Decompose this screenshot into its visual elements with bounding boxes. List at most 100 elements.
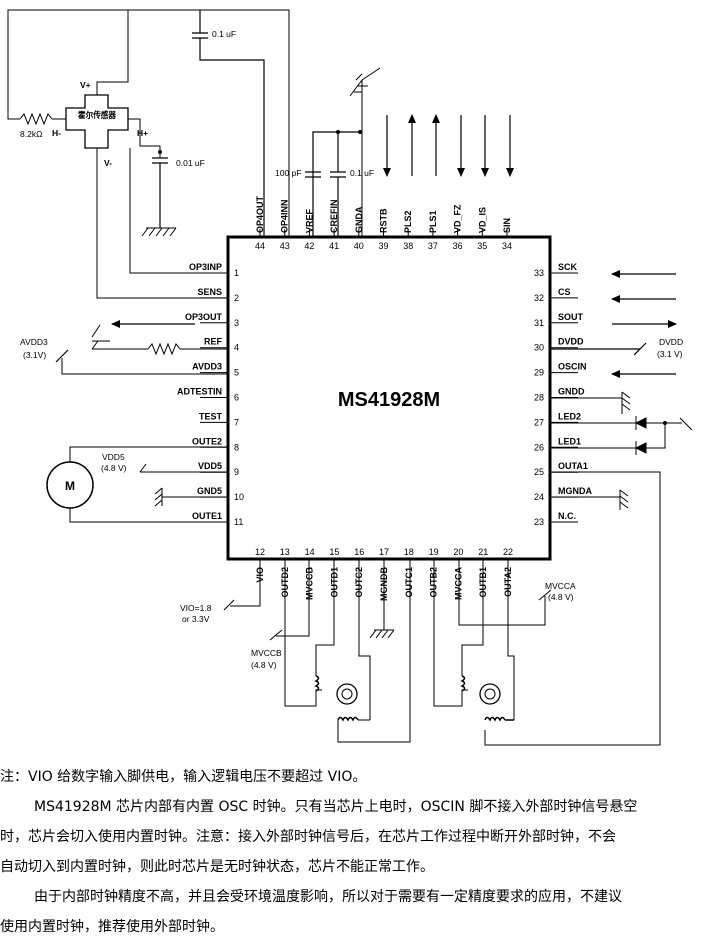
pin-name: VDD5 <box>198 461 222 471</box>
pin-name: OUTE1 <box>192 511 222 521</box>
svg-text:(4.8 V): (4.8 V) <box>251 660 277 670</box>
note-line-6: 使用内置时钟，推荐使用外部时钟。 <box>0 919 224 935</box>
pin-number: 16 <box>354 547 364 557</box>
svg-text:(3.1V): (3.1V) <box>23 350 46 360</box>
pin-number: 41 <box>329 241 339 251</box>
svg-text:VDD5: VDD5 <box>102 452 125 462</box>
pin-name: VD_FZ <box>453 204 463 233</box>
schematic-diagram: MS41928M OP3INP1SENS2OP3OUT3REF4AVDD35AD… <box>7 9 693 746</box>
svg-text:MVCCB: MVCCB <box>251 648 282 658</box>
pin-number: 21 <box>478 547 488 557</box>
pin-number: 11 <box>234 517 243 527</box>
pin-name: LED1 <box>558 436 581 446</box>
svg-text:(4.8 V): (4.8 V) <box>548 592 574 602</box>
pin-name: GNDA <box>354 206 364 233</box>
svg-text:0.1 uF: 0.1 uF <box>212 29 236 39</box>
pin-name: REF <box>204 337 223 347</box>
svg-text:(3.1 V): (3.1 V) <box>657 349 683 359</box>
pin-number: 27 <box>534 417 544 427</box>
svg-text:VIO=1.8: VIO=1.8 <box>180 603 212 613</box>
pin-number: 33 <box>534 268 544 278</box>
pin-number: 2 <box>234 293 239 303</box>
pin-name: GND5 <box>197 486 222 496</box>
svg-text:or 3.3V: or 3.3V <box>182 614 210 624</box>
pin-number: 10 <box>234 492 244 502</box>
svg-text:MVCCA: MVCCA <box>545 581 576 591</box>
pin-number: 3 <box>234 318 239 328</box>
pin-name: LED2 <box>558 411 581 421</box>
pin-name: OUTC1 <box>404 567 414 598</box>
pin-name: DVDD <box>558 337 584 347</box>
svg-text:100 pF: 100 pF <box>275 168 301 178</box>
pin-name: VD_IS <box>477 207 487 233</box>
svg-text:霍尔传感器: 霍尔传感器 <box>78 110 116 120</box>
pin-name: RSTB <box>379 208 389 233</box>
pin-name: N.C. <box>558 511 576 521</box>
pin-name: PLS1 <box>428 210 438 233</box>
pin-number: 1 <box>234 268 239 278</box>
pin-number: 44 <box>255 241 265 251</box>
pin-name: MGNDA <box>558 486 592 496</box>
pin-number: 13 <box>280 547 290 557</box>
pin-number: 12 <box>255 547 265 557</box>
top-pin-group: OP4OUT 44 OP4INN 43 VREF 42 CREFIN 41 GNDA 40 RSTB… <box>255 195 512 251</box>
note-line-1: 注：VIO 给数字输入脚供电，输入逻辑电压不要超过 VIO。 <box>0 769 367 785</box>
svg-text:AVDD3: AVDD3 <box>20 337 48 347</box>
pin-number: 42 <box>304 241 314 251</box>
pin-name: OP3OUT <box>185 312 223 322</box>
pin-name: SOUT <box>558 312 584 322</box>
note-line-5: 由于内部时钟精度不高，并且会受环境温度影响，所以对于需要有一定精度要求的应用，不… <box>34 889 622 905</box>
svg-text:0.01 uF: 0.01 uF <box>176 158 205 168</box>
pin-name: SCK <box>558 262 578 272</box>
pin-number: 37 <box>428 241 438 251</box>
pin-number: 35 <box>477 241 487 251</box>
pin-name: MVCCA <box>453 567 463 600</box>
pin-name: OP3INP <box>189 262 222 272</box>
pin-number: 34 <box>502 241 512 251</box>
pin-name: ADTESTIN <box>177 387 222 397</box>
pin-number: 9 <box>234 467 239 477</box>
motor-label: M <box>65 479 75 493</box>
pin-number: 40 <box>354 241 364 251</box>
pin-number: 6 <box>234 393 239 403</box>
pin-number: 28 <box>534 393 544 403</box>
pin-number: 43 <box>280 241 290 251</box>
pin-name: CREFIN <box>329 200 339 234</box>
pin-name: AVDD3 <box>192 362 222 372</box>
pin-number: 25 <box>534 467 544 477</box>
pin-number: 17 <box>379 547 389 557</box>
pin-name: MVCCB <box>305 567 315 600</box>
pin-name: OUTE2 <box>192 436 222 446</box>
pin-number: 32 <box>534 293 544 303</box>
pin-number: 39 <box>378 241 388 251</box>
pin-number: 30 <box>534 343 544 353</box>
pin-number: 24 <box>534 492 544 502</box>
pin-name: OUTA1 <box>558 461 588 471</box>
pin-name: TEST <box>199 411 223 421</box>
svg-text:V+: V+ <box>80 80 91 90</box>
pin-number: 23 <box>534 517 544 527</box>
pin-number: 20 <box>453 547 463 557</box>
note-line-2: MS41928M 芯片内部有内置 OSC 时钟。只有当芯片上电时，OSCIN 脚… <box>34 799 638 815</box>
pin-number: 15 <box>329 547 339 557</box>
notes-section: 注：VIO 给数字输入脚供电，输入逻辑电压不要超过 VIO。 MS41928M … <box>0 762 701 942</box>
pin-name: SENS <box>197 287 222 297</box>
pin-number: 19 <box>429 547 439 557</box>
note-line-4: 自动切入到内置时钟，则此时芯片是无时钟状态，芯片不能正常工作。 <box>0 859 434 875</box>
pin-number: 22 <box>503 547 513 557</box>
chip-name: MS41928M <box>338 389 440 411</box>
svg-text:8.2kΩ: 8.2kΩ <box>20 129 42 139</box>
pin-number: 26 <box>534 442 544 452</box>
pin-name: OP4OUT <box>255 195 265 233</box>
pin-number: 5 <box>234 368 239 378</box>
pin-number: 18 <box>404 547 414 557</box>
pin-name: GNDD <box>558 387 585 397</box>
svg-text:H+: H+ <box>137 128 148 138</box>
pin-number: 7 <box>234 417 239 427</box>
pin-name: VREF <box>304 208 314 233</box>
pin-name: CS <box>558 287 571 297</box>
pin-number: 8 <box>234 442 239 452</box>
pin-name: OP4INN <box>280 199 290 233</box>
hall-sensor: 霍尔传感器 V+ V- H- H+ <box>52 80 148 168</box>
pin-number: 4 <box>234 343 239 353</box>
